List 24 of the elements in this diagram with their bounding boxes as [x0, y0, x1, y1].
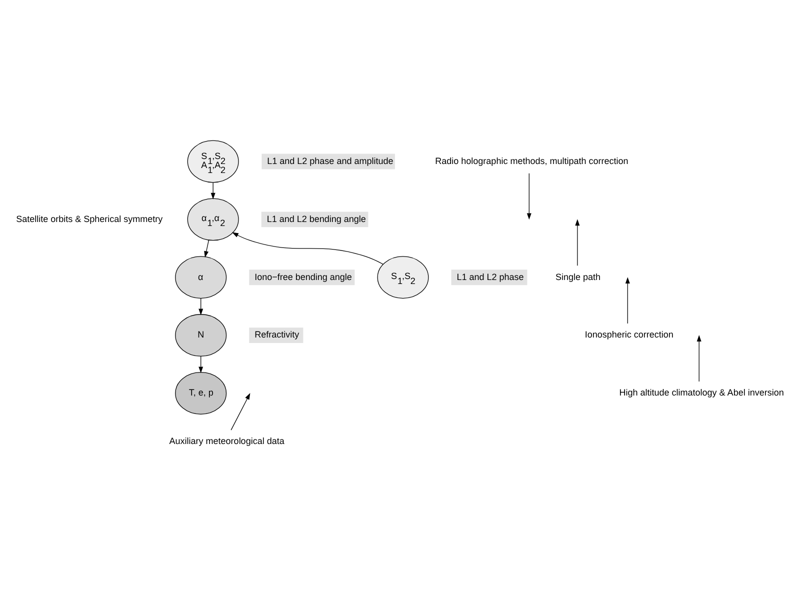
- node-label: L1 and L2 phase: [456, 272, 524, 282]
- node-ellipse: N: [175, 314, 227, 357]
- arrow: [230, 393, 250, 430]
- arrow: [198, 356, 204, 374]
- node-text: Auxiliary meteorological data: [169, 436, 284, 446]
- node-text: Single path: [556, 272, 601, 282]
- arrow: [696, 335, 702, 382]
- node-label: Refractivity: [254, 330, 300, 340]
- arrow: [625, 277, 630, 324]
- node-label: Iono−free bending angle: [254, 272, 352, 282]
- arrow: [526, 173, 532, 220]
- node-label: L1 and L2 phase and amplitude: [267, 156, 394, 166]
- node-text: High altitude climatology & Abel inversion: [619, 388, 784, 398]
- label: Satellite orbits & Spherical symmetry: [16, 214, 163, 224]
- node-text: Ionospheric correction: [584, 330, 674, 340]
- arrow: [198, 298, 204, 316]
- arrow: [575, 219, 580, 266]
- arrow: [210, 182, 216, 200]
- arrow: [232, 232, 384, 264]
- node-label: L1 and L2 bending angle: [266, 214, 366, 224]
- node-text: Radio holographic methods, multipath correction: [435, 156, 628, 166]
- node-ellipse: α: [175, 256, 227, 299]
- node-ellipse: T, e, p: [175, 372, 227, 414]
- arrow: [204, 240, 210, 258]
